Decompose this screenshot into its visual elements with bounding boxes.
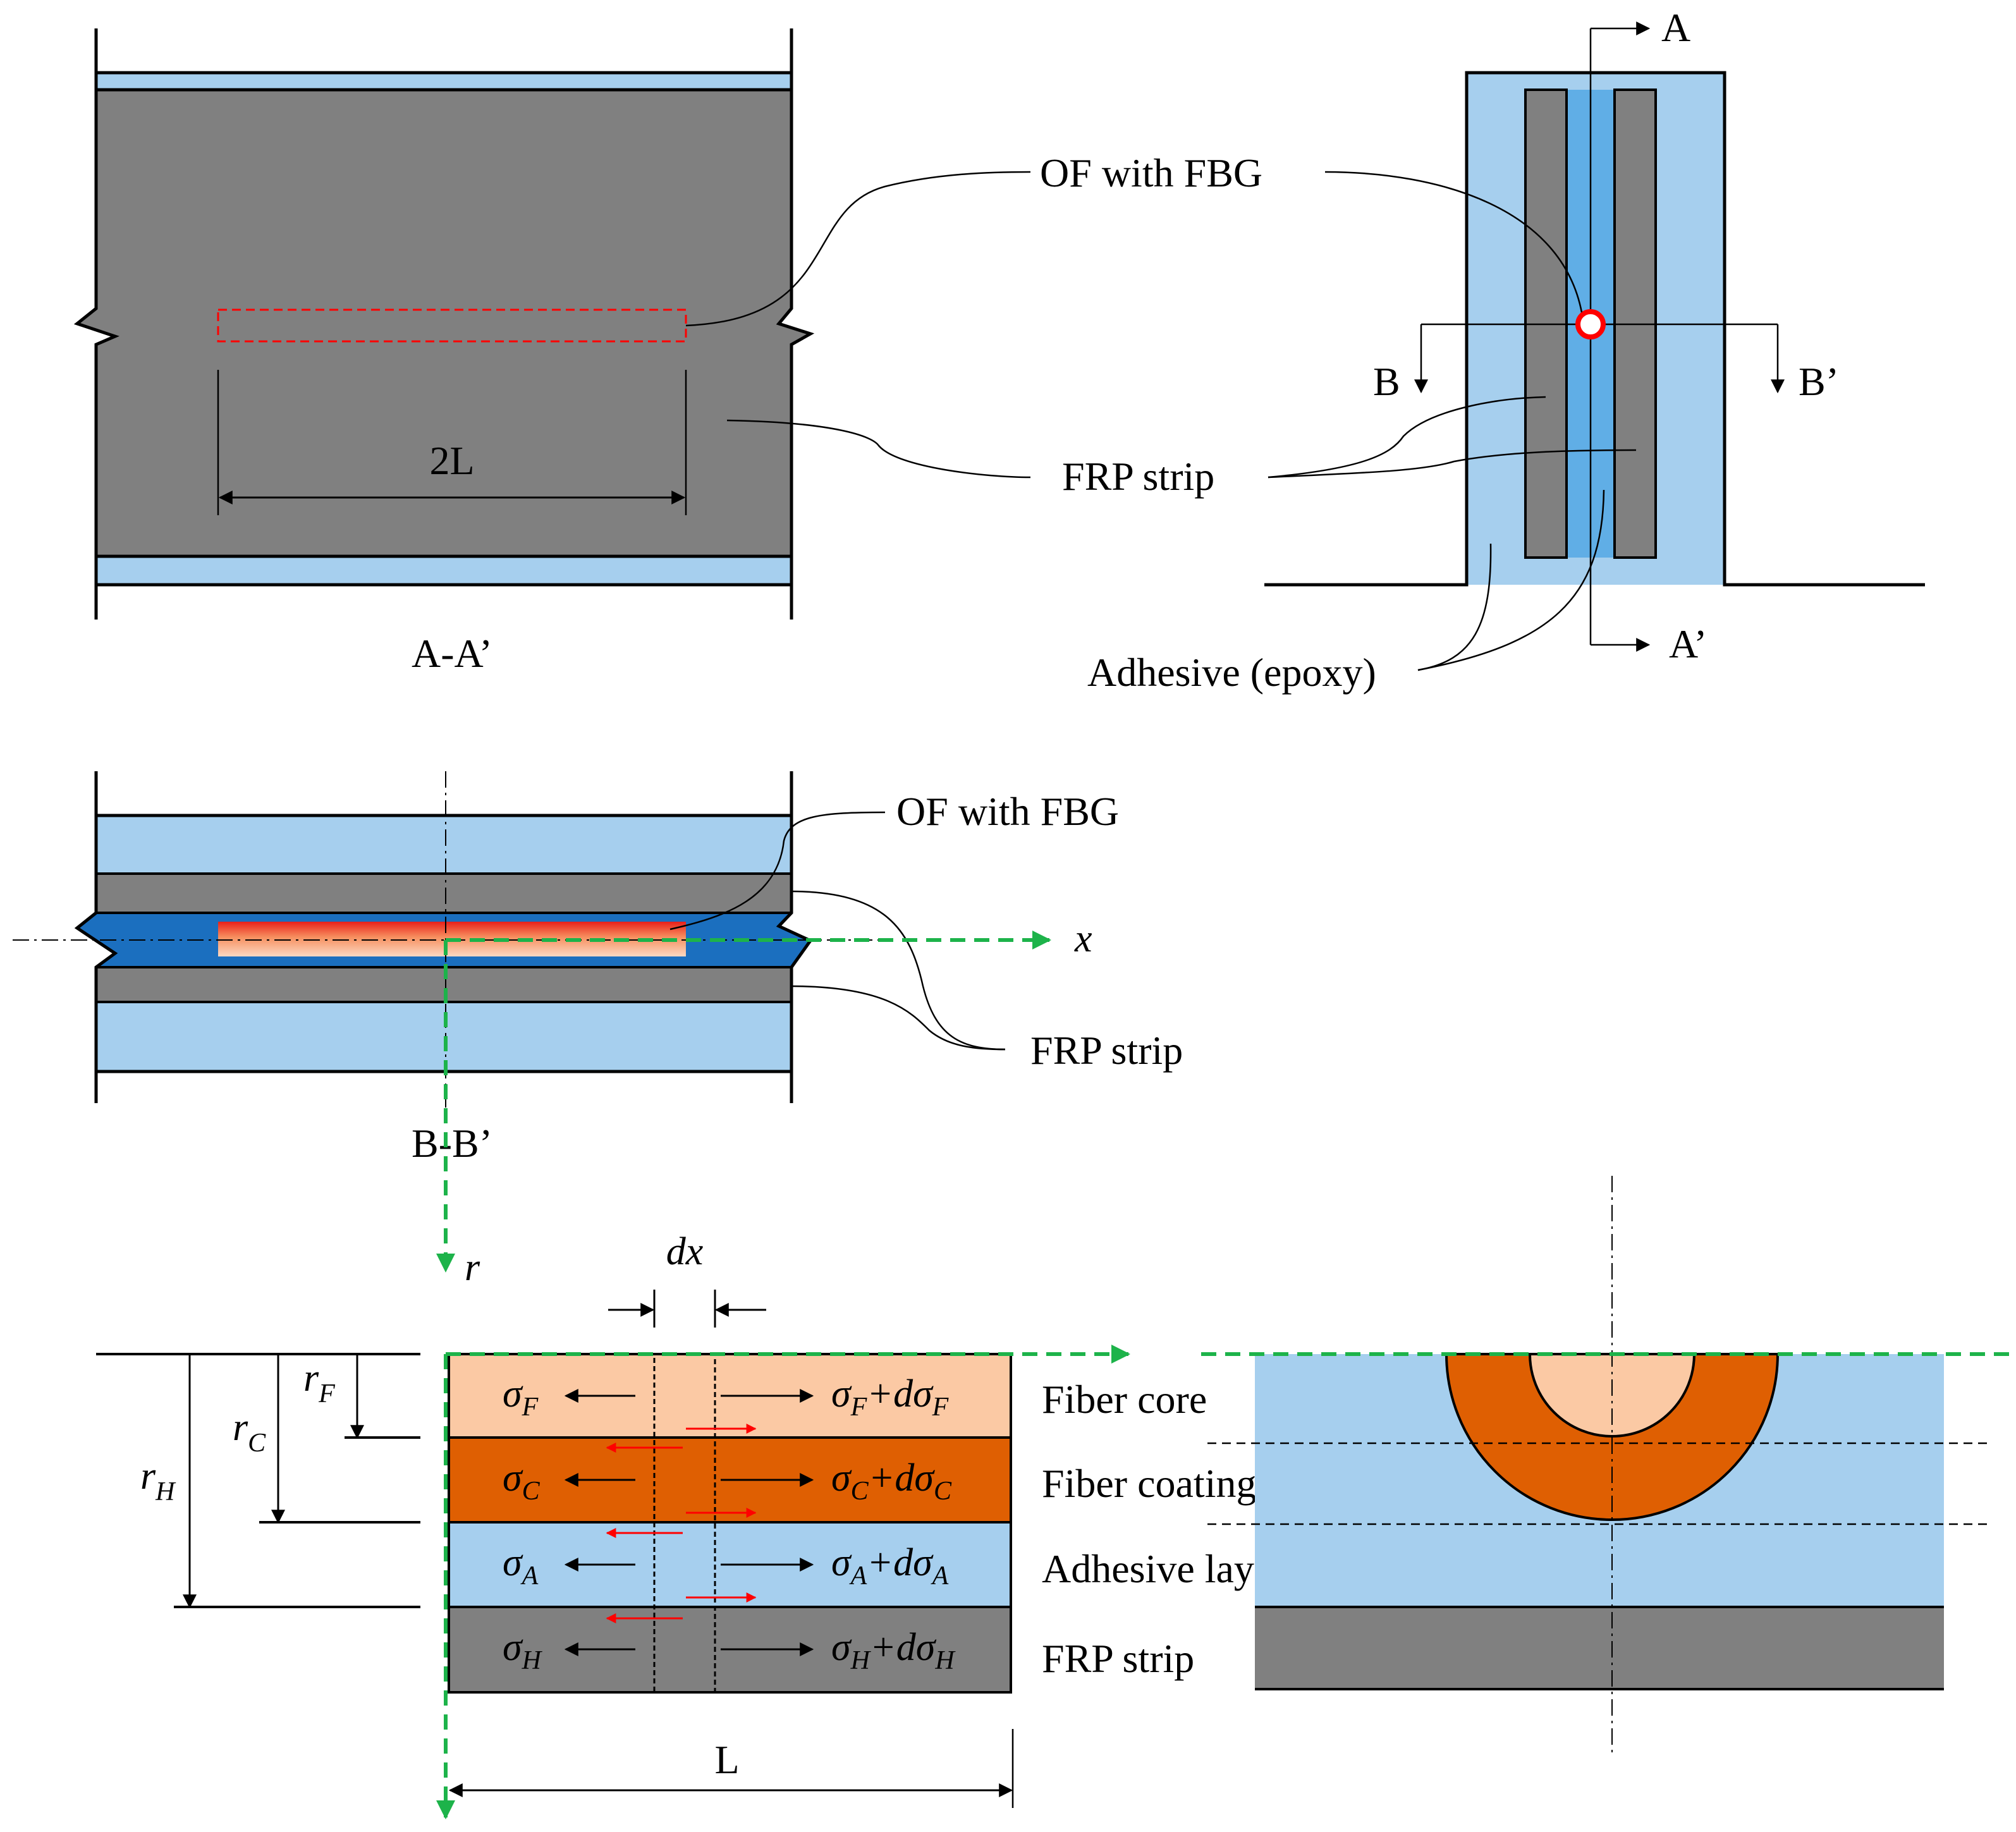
r-axis-label: r bbox=[465, 1246, 480, 1289]
cs-slot-outline bbox=[1264, 71, 1925, 587]
cs-cut-b-prime-label: B’ bbox=[1799, 359, 1839, 404]
aa-fiber-callout: OF with FBG bbox=[1040, 150, 1262, 195]
stress-right-c: σC+dσC bbox=[831, 1456, 952, 1506]
bb-fiber-callout: OF with FBG bbox=[896, 789, 1119, 834]
layer-name-fiber-core: Fiber core bbox=[1042, 1377, 1207, 1422]
cs-leader-fiber bbox=[1324, 171, 1583, 313]
bb-leader-frp-top bbox=[790, 890, 1006, 1051]
dx-slice bbox=[653, 1353, 716, 1694]
r-c-label: rC bbox=[233, 1406, 266, 1458]
differential-element-model: dx L rF rC rH bbox=[96, 1230, 1422, 1819]
stress-left-c: σC bbox=[503, 1456, 541, 1506]
element-outline bbox=[448, 1353, 1012, 1694]
stress-arrows bbox=[564, 1389, 814, 1656]
section-bb-view: OF with FBG FRP strip B-B’ x r bbox=[13, 771, 1183, 1289]
cs-leader-frp-right bbox=[1268, 449, 1637, 479]
xs-frp bbox=[1255, 1607, 1944, 1689]
x-axis-label: x bbox=[1074, 917, 1092, 960]
stress-right-h: σH+dσH bbox=[831, 1626, 956, 1675]
aa-adhesive-bottom bbox=[96, 556, 791, 585]
layer-name-frp: FRP strip bbox=[1042, 1636, 1194, 1681]
aa-outline bbox=[73, 28, 815, 620]
aa-leader-fiber bbox=[685, 171, 1031, 327]
aa-caption: A-A’ bbox=[412, 631, 492, 676]
stress-right-f: σF+dσF bbox=[831, 1372, 949, 1422]
stress-left-f: σF bbox=[503, 1372, 539, 1422]
bb-frp-top bbox=[96, 874, 791, 913]
fiber-cross-section-view bbox=[1201, 1176, 2016, 1754]
section-aa-view: 2L A-A’ OF with FBG FRP strip bbox=[73, 28, 1262, 676]
stress-left-a: σA bbox=[503, 1541, 539, 1591]
bb-frp-callout: FRP strip bbox=[1030, 1028, 1183, 1073]
cs-leader-frp-left bbox=[1268, 396, 1546, 479]
bb-caption: B-B’ bbox=[412, 1121, 492, 1166]
aa-adhesive-top bbox=[96, 73, 791, 90]
r-f-label: rF bbox=[303, 1357, 335, 1408]
dx-label: dx bbox=[666, 1230, 704, 1273]
aa-frp-callout: FRP strip bbox=[1062, 454, 1214, 499]
stress-right-a: σA+dσA bbox=[831, 1541, 949, 1591]
cross-section-view: A A’ B B’ Adhesive (epoxy) bbox=[1087, 5, 1925, 695]
cs-adhesive-callout: Adhesive (epoxy) bbox=[1087, 650, 1376, 695]
aa-span-label: 2L bbox=[429, 438, 474, 483]
cs-cut-b-label: B bbox=[1373, 359, 1400, 404]
aa-leader-frp bbox=[726, 419, 1031, 479]
cs-cut-a-label: A bbox=[1661, 5, 1690, 50]
layer-name-fiber-coating: Fiber coating bbox=[1042, 1461, 1256, 1506]
r-h-label: rH bbox=[140, 1455, 176, 1506]
bb-outline bbox=[74, 771, 813, 1103]
stress-left-h: σH bbox=[503, 1626, 543, 1675]
cs-leader-adhesive-left bbox=[1417, 543, 1492, 671]
cs-cut-a-prime-label: A’ bbox=[1669, 621, 1707, 666]
bb-leader-frp-bottom bbox=[790, 985, 1006, 1051]
aa-frp-body bbox=[77, 90, 810, 556]
bb-adhesive-top bbox=[96, 815, 791, 874]
cs-optical-fiber-marker bbox=[1575, 309, 1606, 339]
l-label: L bbox=[714, 1737, 739, 1782]
cs-leader-adhesive-mid bbox=[1417, 489, 1605, 671]
bb-leader-fiber bbox=[669, 811, 886, 931]
shear-arrows bbox=[606, 1424, 757, 1623]
